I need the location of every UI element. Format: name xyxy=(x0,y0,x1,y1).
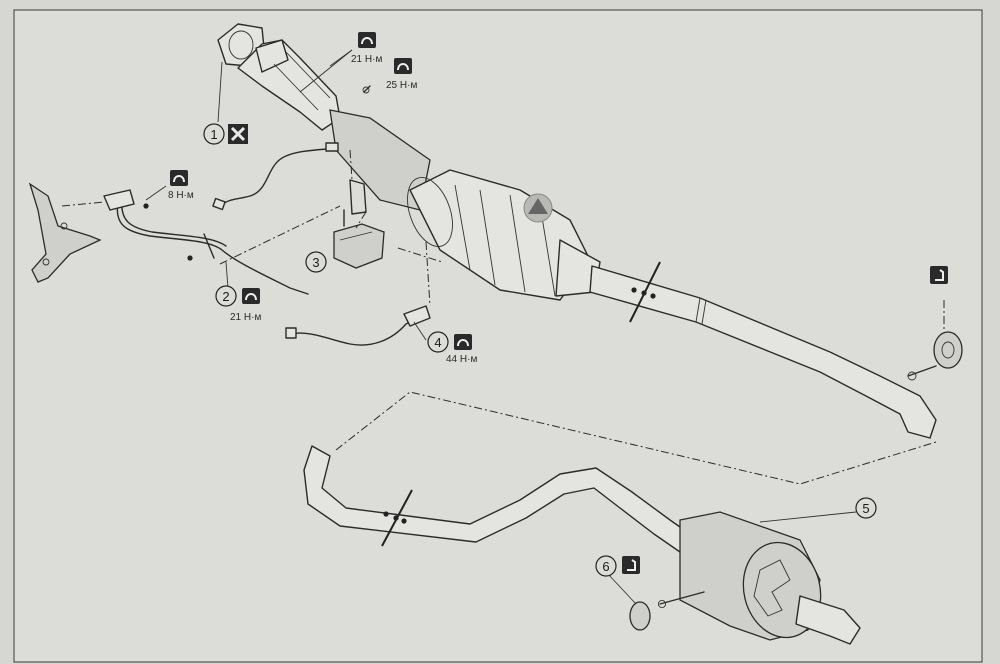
rubber-mount-top xyxy=(933,300,963,369)
sensor-hose xyxy=(61,189,309,295)
rear-muffler xyxy=(679,511,861,645)
rubber-mount-bottom xyxy=(629,591,705,631)
oxygen-sensor-upper xyxy=(212,142,339,211)
pressure-sensor xyxy=(333,149,385,269)
torque-wrench-icon xyxy=(242,288,260,304)
lubricate-icon xyxy=(622,556,640,574)
callout-6: 6 xyxy=(595,555,637,605)
callout-number: 3 xyxy=(312,255,319,270)
callout-5: 5 xyxy=(759,497,877,523)
torque-label: 21 Н·м xyxy=(351,54,382,65)
callout-4: 4 xyxy=(413,321,449,353)
callout-3: 3 xyxy=(305,251,327,273)
routing-line-2 xyxy=(397,247,443,263)
callout-number: 5 xyxy=(862,501,869,516)
torque-wrench-icon xyxy=(394,58,412,74)
lubricate-icon xyxy=(930,266,948,284)
torque-label: 21 Н·м xyxy=(230,312,261,323)
callout-1: 1 xyxy=(203,61,225,145)
logo-watermark-icon xyxy=(523,193,553,223)
page-frame xyxy=(13,9,983,663)
callout-2: 2 xyxy=(215,261,237,307)
torque-label: 25 Н·м xyxy=(386,80,417,91)
torque-wrench-icon xyxy=(170,170,188,186)
callout-number: 1 xyxy=(210,127,217,142)
front-pipe xyxy=(237,39,341,131)
hanger-bolt xyxy=(907,365,937,381)
intermediate-pipe xyxy=(589,261,937,439)
callout-number: 2 xyxy=(222,289,229,304)
callout-number: 6 xyxy=(602,559,609,574)
pressure-sensor-bracket xyxy=(28,182,102,283)
oxygen-sensor-lower xyxy=(285,241,431,346)
torque-label: 8 Н·м xyxy=(168,190,194,201)
routing-line-1 xyxy=(219,205,341,265)
catalytic-converter xyxy=(329,109,601,301)
torque-wrench-icon xyxy=(454,334,472,350)
replace-x-icon xyxy=(228,124,248,144)
callout-number: 4 xyxy=(434,335,441,350)
torque-wrench-icon xyxy=(358,32,376,48)
torque-label: 44 Н·м xyxy=(446,354,477,365)
routing-line-3 xyxy=(335,391,937,485)
